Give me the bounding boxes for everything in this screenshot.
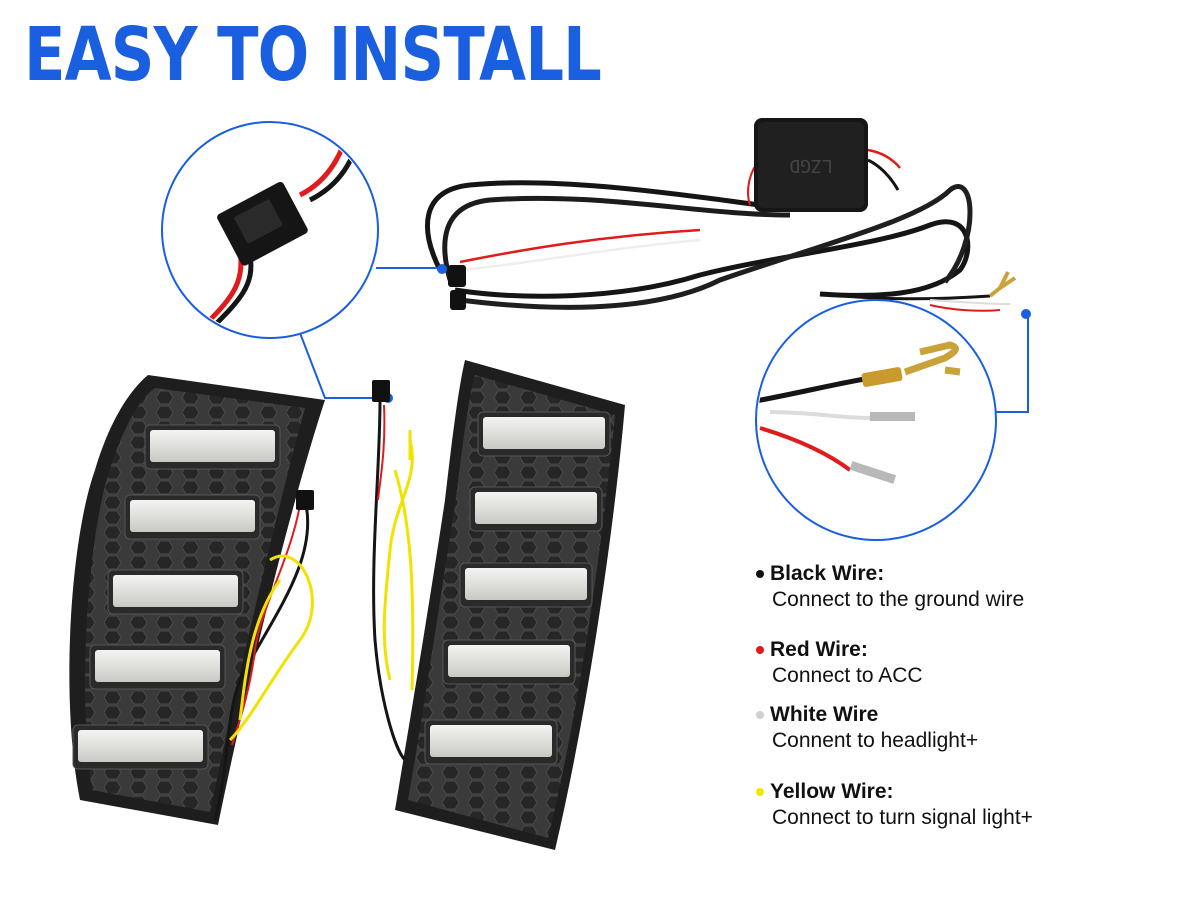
right-led-lamp	[372, 360, 625, 850]
legend-yellow-wire: Yellow Wire: Connect to turn signal ligh…	[756, 780, 1033, 830]
legend-black-wire: Black Wire: Connect to the ground wire	[756, 562, 1024, 612]
legend-description: Connect to the ground wire	[772, 588, 1025, 611]
connector-zoom-callout	[161, 121, 379, 339]
black-dot-icon	[756, 570, 764, 578]
legend-red-wire: Red Wire: Connect to ACC	[756, 638, 923, 688]
left-led-lamp	[69, 375, 325, 825]
terminals-zoom-callout	[755, 299, 997, 541]
control-box-label: LZGD	[789, 155, 832, 176]
white-dot-icon	[756, 711, 764, 719]
legend-label: Red Wire:	[770, 638, 868, 661]
legend-white-wire: White Wire Connent to headlight+	[756, 703, 978, 753]
yellow-dot-icon	[756, 788, 764, 796]
control-harness: LZGD	[425, 118, 1017, 312]
page-title: EASY TO INSTALL	[24, 12, 602, 98]
legend-description: Connent to headlight+	[772, 729, 979, 752]
legend-description: Connect to turn signal light+	[772, 806, 1033, 829]
red-dot-icon	[756, 646, 764, 654]
legend-label: Black Wire:	[770, 562, 885, 585]
legend-description: Connect to ACC	[772, 664, 923, 687]
legend-label: White Wire	[770, 703, 879, 726]
legend-label: Yellow Wire:	[770, 780, 894, 803]
